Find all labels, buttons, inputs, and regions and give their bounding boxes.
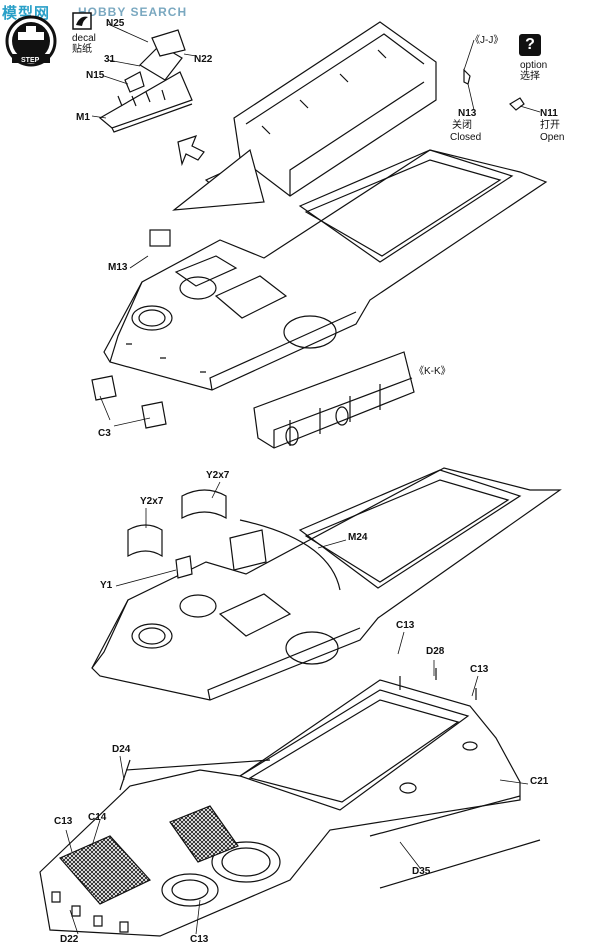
section-label-kk: 《K-K》	[414, 366, 451, 377]
decal-label-en: decal	[72, 33, 96, 44]
part-label-d22: D22	[60, 934, 79, 945]
part-y2x7-right	[181, 489, 227, 520]
question-mark-icon: ?	[519, 34, 541, 56]
part-label-31: 31	[104, 54, 116, 65]
state-closed-en: Closed	[450, 132, 482, 143]
part-label-m1: M1	[76, 112, 90, 123]
part-m1-triangle-top	[98, 29, 193, 133]
part-label-n22: N22	[194, 54, 213, 65]
part-label-d28: D28	[426, 646, 445, 657]
part-label-d24: D24	[112, 744, 131, 755]
part-label-n11: N11	[540, 108, 558, 119]
part-label-c21: C21	[530, 776, 549, 787]
part-label-c13-left: C13	[54, 816, 73, 827]
part-label-y2x7-left: Y2x7	[140, 496, 164, 507]
part-label-y1: Y1	[100, 580, 113, 591]
step-label: STEP	[21, 57, 40, 64]
section-label-jj: 《J-J》	[470, 35, 504, 46]
option-label-cn: 选择	[520, 71, 540, 82]
part-label-c13-right: C13	[470, 664, 489, 675]
part-c3-upper	[91, 375, 117, 401]
part-label-c13-top: C13	[396, 620, 415, 631]
option-label-en: option	[520, 60, 548, 71]
state-open-cn: 打开	[540, 120, 560, 131]
part-jj-panel	[233, 21, 437, 197]
part-kk-panel	[253, 351, 415, 449]
part-label-c14: C14	[88, 812, 107, 823]
part-hull-deck-1	[103, 149, 548, 391]
part-hull-deck-2	[91, 467, 562, 701]
part-label-c13-bottom: C13	[190, 934, 209, 945]
step-badge: STEP	[4, 14, 58, 68]
part-label-n13: N13	[458, 108, 477, 119]
state-open-en: Open	[540, 132, 565, 143]
step-badge-icon	[5, 15, 57, 67]
part-hull-deck-3	[39, 668, 541, 937]
direction-arrow	[177, 135, 205, 167]
part-triangle-plate	[172, 148, 265, 211]
part-label-n25: N25	[106, 18, 125, 29]
decal-label-cn: 贴纸	[72, 44, 92, 55]
part-c14-grille	[59, 835, 151, 905]
watermark-en: HOBBY SEARCH	[78, 5, 188, 19]
part-y2x7-left	[127, 524, 163, 558]
part-label-c3: C3	[98, 428, 111, 439]
part-label-d35: D35	[412, 866, 431, 877]
part-c3-lower	[141, 401, 167, 429]
part-label-n15: N15	[86, 70, 105, 81]
part-label-y2x7-right: Y2x7	[206, 470, 230, 481]
state-closed-cn: 关闭	[452, 120, 472, 131]
part-label-m24: M24	[348, 532, 368, 543]
watermark: 模型网 HOBBY SEARCH	[0, 0, 200, 22]
decal-icon	[72, 12, 92, 30]
part-label-m13: M13	[108, 262, 128, 273]
